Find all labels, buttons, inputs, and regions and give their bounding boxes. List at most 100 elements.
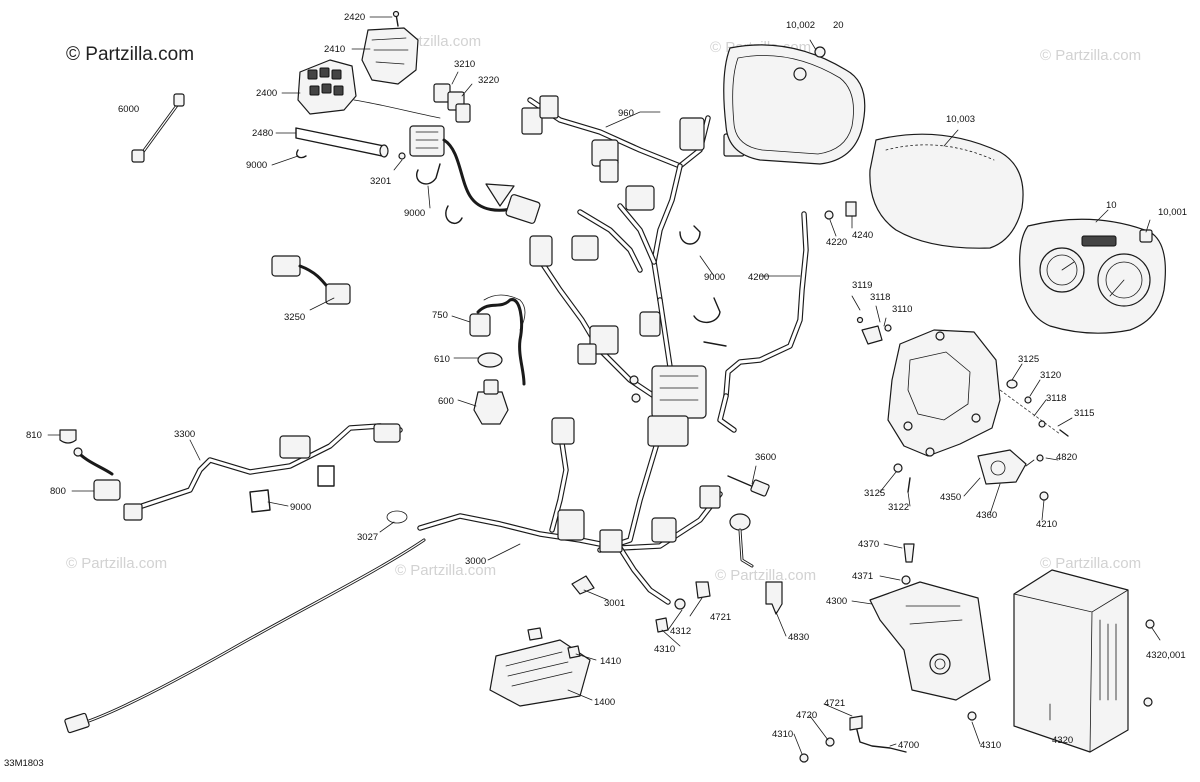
callout-6000: 6000 [118, 104, 139, 115]
callout-2480: 2480 [252, 128, 273, 139]
main-wiring-harness [64, 97, 723, 734]
callout-750: 750 [432, 310, 448, 321]
part-callouts: 2420 2410 2400 3210 3220 6000 2480 9000 … [26, 12, 1187, 751]
ecm-module [967, 569, 1155, 753]
callout-4300: 4300 [826, 596, 847, 607]
handlebar-switch-assembly [297, 10, 441, 119]
callout-3120: 3120 [1040, 370, 1061, 381]
ground-wire [131, 93, 185, 163]
callout-9000: 9000 [290, 502, 311, 513]
callout-4721: 4721 [710, 612, 731, 623]
callout-10001: 10,001 [1158, 207, 1187, 218]
callout-9000: 9000 [246, 160, 267, 171]
callout-3220: 3220 [478, 75, 499, 86]
callout-3210: 3210 [454, 59, 475, 70]
callout-3122: 3122 [888, 502, 909, 513]
callout-3001: 3001 [604, 598, 625, 609]
callout-4310: 4310 [654, 644, 675, 655]
ground-strap [799, 715, 907, 763]
ignition-key-switch [469, 294, 526, 425]
front-harness [123, 423, 403, 521]
terminal-cover [765, 581, 783, 615]
callout-3000: 3000 [465, 556, 486, 567]
callout-800: 800 [50, 486, 66, 497]
callout-4720: 4720 [796, 710, 817, 721]
diagnostic-plug [727, 475, 770, 497]
callout-4320: 4320 [1052, 735, 1073, 746]
cable-clip [416, 163, 441, 185]
callout-4240: 4240 [852, 230, 873, 241]
cable-clip [693, 297, 721, 323]
leader-lines [47, 16, 1161, 755]
cable-clip [679, 225, 701, 245]
callout-4310: 4310 [772, 729, 793, 740]
horn-connector [59, 429, 121, 501]
callout-3110: 3110 [892, 304, 912, 315]
cable-clip [296, 149, 307, 159]
callout-20: 20 [833, 20, 844, 31]
callout-4360: 4360 [976, 510, 997, 521]
callout-3250: 3250 [284, 312, 305, 323]
callout-1410: 1410 [600, 656, 621, 667]
partzilla-watermark: © Partzilla.com [715, 567, 816, 584]
callout-3118: 3118 [1046, 393, 1066, 404]
ecm-bracket [869, 543, 991, 701]
callout-610: 610 [434, 354, 450, 365]
callout-4700: 4700 [898, 740, 919, 751]
callout-4721: 4721 [824, 698, 845, 709]
instrument-cluster [1019, 218, 1166, 334]
partzilla-watermark: © Partzilla.com [66, 555, 167, 572]
handlebar-grip-cable [295, 127, 389, 158]
callout-3125: 3125 [864, 488, 885, 499]
callout-4200: 4200 [748, 272, 769, 283]
callout-4350: 4350 [940, 492, 961, 503]
partzilla-watermark: © Partzilla.com [1040, 47, 1141, 64]
callout-1400: 1400 [594, 697, 615, 708]
instrument-bezel [723, 44, 866, 165]
callout-9000: 9000 [704, 272, 725, 283]
partzilla-watermark: © Partzilla.com [395, 562, 496, 579]
callout-2410: 2410 [324, 44, 345, 55]
instrument-lens [869, 133, 1024, 249]
callout-3600: 3600 [755, 452, 776, 463]
callout-9000: 9000 [404, 208, 425, 219]
callout-4830: 4830 [788, 632, 809, 643]
callout-2400: 2400 [256, 88, 277, 99]
callout-3118: 3118 [870, 292, 890, 303]
callout-3115: 3115 [1074, 408, 1094, 419]
harness-connectors [521, 95, 754, 568]
callout-3119: 3119 [852, 280, 872, 291]
callout-4370: 4370 [858, 539, 879, 550]
callout-3027: 3027 [357, 532, 378, 543]
ground-terminals [571, 575, 711, 633]
cable-clip [445, 205, 463, 224]
switch-connector [271, 255, 351, 305]
partzilla-watermark-main: © Partzilla.com [66, 44, 194, 65]
callout-4371: 4371 [852, 571, 873, 582]
callout-4210: 4210 [1036, 519, 1057, 530]
callout-3125: 3125 [1018, 354, 1039, 365]
battery-cable [703, 201, 857, 433]
callout-4820: 4820 [1056, 452, 1077, 463]
callout-4220: 4220 [826, 237, 847, 248]
throttle-sensor [893, 449, 1049, 501]
callout-2420: 2420 [344, 12, 365, 23]
callout-960: 960 [618, 108, 634, 119]
callout-3201: 3201 [370, 176, 391, 187]
triangle-connector [485, 183, 541, 224]
voltage-regulator [489, 627, 591, 707]
callout-600: 600 [438, 396, 454, 407]
grommet-ring [386, 510, 408, 524]
handlebar-bracket [856, 316, 1069, 457]
partzilla-watermark: © Partzilla.com [1040, 555, 1141, 572]
switch-harness-connector [398, 125, 518, 212]
callout-810: 810 [26, 430, 42, 441]
callout-4310: 4310 [980, 740, 1001, 751]
callout-4312: 4312 [670, 626, 691, 637]
callout-10: 10 [1106, 200, 1117, 211]
callout-10003: 10,003 [946, 114, 975, 125]
callout-3300: 3300 [174, 429, 195, 440]
diagram-code: 33M1803 [4, 758, 44, 769]
